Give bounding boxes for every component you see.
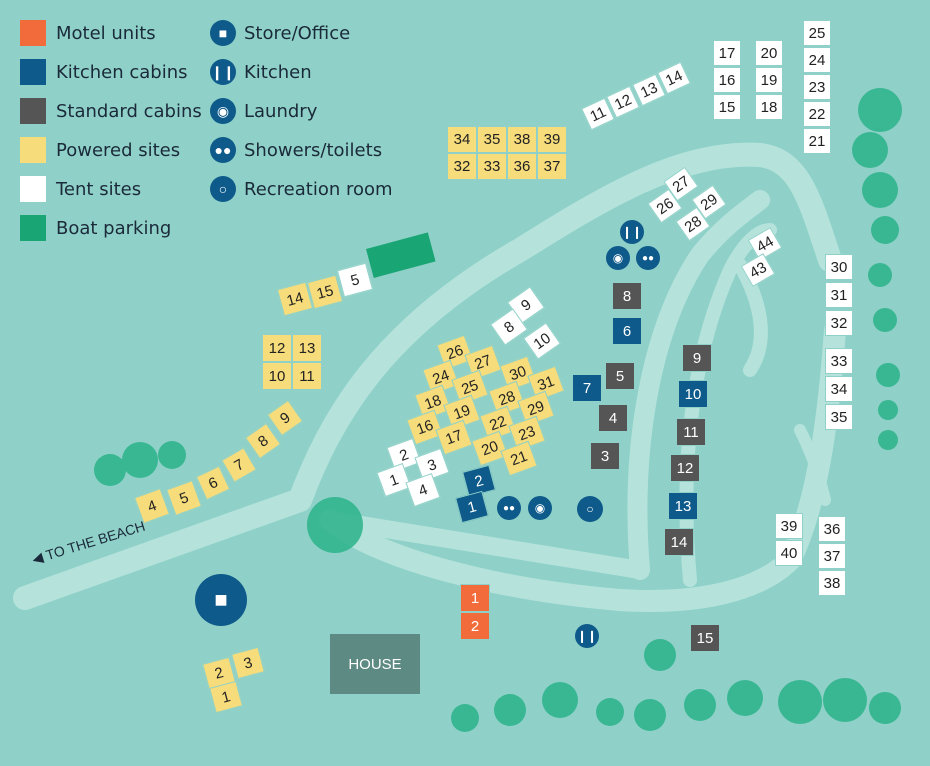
motel-site-1[interactable]: 1 [460, 584, 490, 612]
powered-site-11[interactable]: 11 [292, 362, 322, 390]
legend-motel-units: Motel units [20, 20, 156, 46]
store-office-icon: ■ [210, 20, 236, 46]
legend-label: Boat parking [56, 217, 172, 239]
showers-toilets-icon: ●● [210, 137, 236, 163]
laundry-icon[interactable]: ◉ [528, 496, 552, 520]
kitchen-icon: ❙❙ [210, 59, 236, 85]
kitchen-site-13[interactable]: 13 [668, 492, 698, 520]
boat-parking-swatch [20, 215, 46, 241]
tent-site-17[interactable]: 17 [713, 40, 741, 66]
standard-site-4[interactable]: 4 [598, 404, 628, 432]
tent-site-30[interactable]: 30 [825, 254, 853, 280]
tent-site-40[interactable]: 40 [775, 540, 803, 566]
legend-showers-toilets: ●● Showers/toilets [210, 137, 382, 163]
legend-kitchen: ❙❙ Kitchen [210, 59, 312, 85]
motel-swatch [20, 20, 46, 46]
legend-boat-parking: Boat parking [20, 215, 171, 241]
legend-recreation-room: ○ Recreation room [210, 176, 393, 202]
recreation-room-icon: ○ [210, 176, 236, 202]
tent-site-34[interactable]: 34 [825, 376, 853, 402]
kitchen-icon[interactable]: ❙❙ [620, 220, 644, 244]
legend-label: Store/Office [244, 22, 351, 44]
legend-label: Standard cabins [56, 100, 202, 122]
standard-site-15[interactable]: 15 [690, 624, 720, 652]
legend-label: Showers/toilets [244, 139, 383, 161]
standard-site-5[interactable]: 5 [605, 362, 635, 390]
kitchen-icon[interactable]: ❙❙ [575, 624, 599, 648]
house-building: HOUSE [330, 634, 420, 694]
tent-site-21[interactable]: 21 [803, 128, 831, 154]
powered-site-35[interactable]: 35 [477, 126, 507, 153]
tent-site-36[interactable]: 36 [818, 516, 846, 542]
standard-site-12[interactable]: 12 [670, 454, 700, 482]
tent-site-22[interactable]: 22 [803, 101, 831, 127]
powered-site-swatch [20, 137, 46, 163]
kitchen-site-6[interactable]: 6 [612, 317, 642, 345]
powered-site-38[interactable]: 38 [507, 126, 537, 153]
tent-site-15[interactable]: 15 [713, 94, 741, 120]
tent-site-33[interactable]: 33 [825, 348, 853, 374]
kitchen-site-10[interactable]: 10 [678, 380, 708, 408]
powered-site-13[interactable]: 13 [292, 334, 322, 362]
tent-site-35[interactable]: 35 [825, 404, 853, 430]
tent-site-38[interactable]: 38 [818, 570, 846, 596]
powered-site-10[interactable]: 10 [262, 362, 292, 390]
powered-site-39[interactable]: 39 [537, 126, 567, 153]
standard-site-9[interactable]: 9 [682, 344, 712, 372]
legend-label: Motel units [56, 22, 156, 44]
legend-label: Kitchen [244, 61, 312, 83]
standard-site-14[interactable]: 14 [664, 528, 694, 556]
standard-cabin-swatch [20, 98, 46, 124]
recreation-room-icon[interactable]: ○ [577, 496, 603, 522]
motel-site-2[interactable]: 2 [460, 612, 490, 640]
powered-site-32[interactable]: 32 [447, 153, 477, 180]
legend-label: Tent sites [56, 178, 142, 200]
powered-site-12[interactable]: 12 [262, 334, 292, 362]
tree-clusters [94, 88, 902, 732]
tent-site-37[interactable]: 37 [818, 543, 846, 569]
powered-site-33[interactable]: 33 [477, 153, 507, 180]
powered-site-37[interactable]: 37 [537, 153, 567, 180]
tent-site-19[interactable]: 19 [755, 67, 783, 93]
standard-site-8[interactable]: 8 [612, 282, 642, 310]
legend-powered-sites: Powered sites [20, 137, 180, 163]
tent-site-20[interactable]: 20 [755, 40, 783, 66]
tent-site-24[interactable]: 24 [803, 47, 831, 73]
tent-site-32[interactable]: 32 [825, 310, 853, 336]
legend-laundry: ◉ Laundry [210, 98, 317, 124]
legend-tent-sites: Tent sites [20, 176, 141, 202]
legend-standard-cabins: Standard cabins [20, 98, 202, 124]
showers-toilets-icon[interactable]: ●● [497, 496, 521, 520]
laundry-icon[interactable]: ◉ [606, 246, 630, 270]
legend-store-office: ■ Store/Office [210, 20, 350, 46]
legend-kitchen-cabins: Kitchen cabins [20, 59, 188, 85]
showers-toilets-icon[interactable]: ●● [636, 246, 660, 270]
laundry-icon: ◉ [210, 98, 236, 124]
standard-site-3[interactable]: 3 [590, 442, 620, 470]
tent-site-25[interactable]: 25 [803, 20, 831, 46]
kitchen-site-7[interactable]: 7 [572, 374, 602, 402]
powered-site-34[interactable]: 34 [447, 126, 477, 153]
standard-site-11[interactable]: 11 [676, 418, 706, 446]
powered-site-36[interactable]: 36 [507, 153, 537, 180]
tent-site-16[interactable]: 16 [713, 67, 741, 93]
tent-site-18[interactable]: 18 [755, 94, 783, 120]
store-office-icon[interactable]: ■ [195, 574, 247, 626]
tent-site-31[interactable]: 31 [825, 282, 853, 308]
legend-label: Recreation room [244, 178, 393, 200]
tent-site-23[interactable]: 23 [803, 74, 831, 100]
legend-label: Laundry [244, 100, 318, 122]
tent-site-39[interactable]: 39 [775, 513, 803, 539]
legend-label: Kitchen cabins [56, 61, 188, 83]
legend-label: Powered sites [56, 139, 181, 161]
kitchen-cabin-swatch [20, 59, 46, 85]
tent-site-swatch [20, 176, 46, 202]
